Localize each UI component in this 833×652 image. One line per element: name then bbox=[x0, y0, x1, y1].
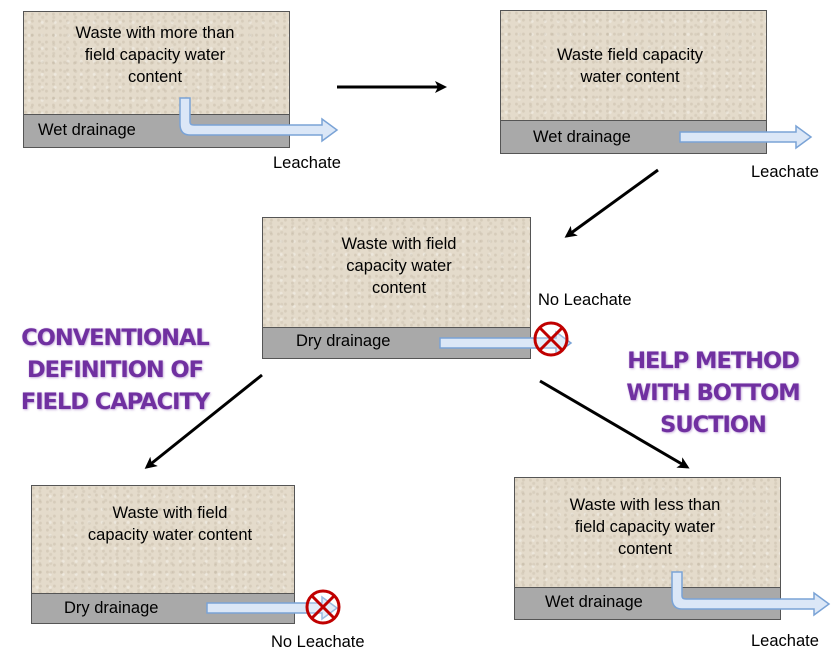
waste-label-3: Waste with field capacity water content bbox=[341, 235, 457, 297]
drainage-label-3: Dry drainage bbox=[296, 332, 391, 350]
drainage-label-1: Wet drainage bbox=[38, 121, 136, 139]
prohibited-circle-icon bbox=[305, 589, 341, 625]
waste-box-1 bbox=[23, 11, 290, 115]
pipe-arrow-icon bbox=[179, 97, 339, 143]
pipe-arrow-icon bbox=[679, 124, 813, 150]
pipe-arrow-icon bbox=[671, 571, 831, 617]
waste-label-1: Waste with more than field capacity wate… bbox=[75, 24, 235, 86]
leachate-label-1: Leachate bbox=[273, 154, 341, 172]
waste-box-3 bbox=[262, 217, 531, 328]
waste-box-2 bbox=[500, 10, 767, 121]
no-leachate-label-3: No Leachate bbox=[538, 291, 632, 309]
help-method-annotation: HELP METHOD WITH BOTTOM SUCTION bbox=[626, 348, 800, 438]
flow-arrow-2-to-3 bbox=[564, 168, 659, 238]
waste-box-4 bbox=[31, 485, 295, 594]
waste-label-5: Waste with less than field capacity wate… bbox=[569, 496, 721, 558]
drainage-label-2: Wet drainage bbox=[533, 128, 631, 146]
drainage-label-4: Dry drainage bbox=[64, 599, 159, 617]
leachate-label-2: Leachate bbox=[751, 163, 819, 181]
leachate-label-5: Leachate bbox=[751, 632, 819, 650]
waste-label-2: Waste field capacity water content bbox=[556, 46, 704, 86]
waste-label-4: Waste with field capacity water content bbox=[87, 504, 253, 544]
no-leachate-label-4: No Leachate bbox=[271, 633, 365, 651]
flow-arrow-3-to-4 bbox=[144, 373, 263, 469]
flow-arrow-3-to-5 bbox=[539, 379, 690, 469]
drainage-label-5: Wet drainage bbox=[545, 593, 643, 611]
prohibited-circle-icon bbox=[533, 321, 569, 357]
conventional-definition-annotation: CONVENTIONAL DEFINITION OF FIELD CAPACIT… bbox=[20, 325, 210, 415]
